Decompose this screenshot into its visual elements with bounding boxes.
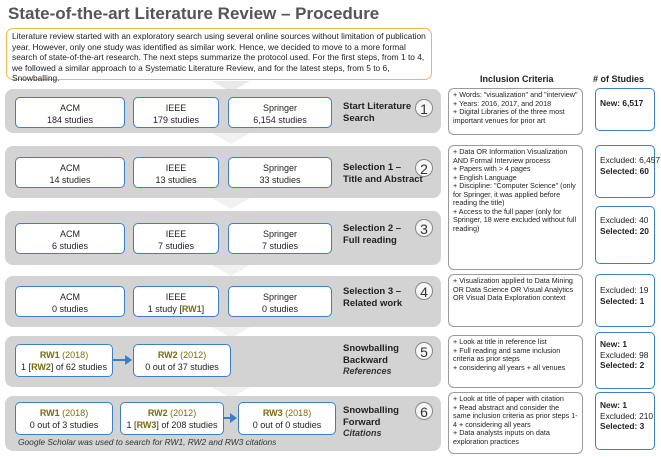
rw1-ref: RW1 — [181, 303, 202, 314]
step-1-number: 1 — [415, 99, 433, 117]
step-2-label: Selection 1 – Title and Abstract — [343, 162, 423, 185]
google-scholar-note: Google Scholar was used to search for RW… — [18, 437, 277, 447]
step-1-acm-box: ACM 184 studies — [15, 97, 125, 128]
source-count: 14 studies — [49, 174, 91, 185]
source-name: Springer — [262, 103, 298, 113]
studies-header: # of Studies — [593, 74, 645, 84]
step-6-arrow-line — [224, 417, 232, 419]
source-name: ACM — [60, 229, 80, 239]
step-1-down-arrow — [212, 133, 250, 144]
step-5-rw2-box: RW2 (2012) 0 out of 37 studies — [133, 344, 231, 377]
source-count: 33 studies — [259, 174, 301, 185]
step-6-studies: New: 1 Excluded: 210 Selected: 3 — [595, 392, 655, 450]
step-5-criteria: + Look at title in reference list + Full… — [448, 335, 583, 388]
step-6-label: Snowballing Forward Citations — [343, 405, 399, 438]
step-4-springer-box: Springer 0 studies — [228, 286, 332, 317]
step-5-label: Snowballing Backward References — [343, 343, 399, 376]
source-name: ACM — [60, 163, 80, 173]
step-2-number: 2 — [415, 159, 433, 177]
step-4-studies: Excluded: 19 Selected: 1 — [595, 274, 655, 327]
step-2-ieee-box: IEEE 13 studies — [133, 157, 219, 188]
step-1-springer-box: Springer 6,154 studies — [228, 97, 332, 128]
source-name: Springer — [262, 229, 298, 239]
source-count: 13 studies — [155, 174, 197, 185]
step-2-springer-box: Springer 33 studies — [228, 157, 332, 188]
step-4-number: 4 — [415, 282, 433, 300]
step-5-studies: New: 1 Excluded: 98 Selected: 2 — [595, 332, 655, 389]
step-5-arrow-head — [125, 355, 132, 365]
source-count: 0 studies — [261, 303, 299, 314]
source-name: IEEE — [165, 292, 187, 302]
step-6-arrow-head — [230, 413, 237, 423]
step-2-studies: Excluded: 6,457 Selected: 60 — [595, 145, 660, 198]
step-5-rw1-box: RW1 (2018) 1 [RW2] of 62 studies — [15, 344, 113, 377]
step-4-down-arrow — [212, 327, 250, 338]
step-3-label: Selection 2 – Full reading — [343, 223, 402, 246]
source-name: ACM — [60, 103, 80, 113]
source-name: IEEE — [165, 163, 187, 173]
source-count: 6 studies — [51, 240, 89, 251]
source-count: 179 studies — [152, 114, 200, 125]
source-count: 6,154 studies — [253, 114, 307, 125]
source-name: ACM — [60, 292, 80, 302]
step-1-label: Start Literature Search — [343, 101, 412, 124]
criteria-header: Inclusion Criteria — [480, 74, 554, 84]
source-count: 184 studies — [46, 114, 94, 125]
source-count: 0 studies — [51, 303, 89, 314]
step-2-down-arrow — [212, 198, 250, 209]
step-5-number: 5 — [415, 342, 433, 360]
source-name: IEEE — [165, 103, 187, 113]
page-title: State-of-the-art Literature Review – Pro… — [8, 4, 380, 23]
step-3-down-arrow — [212, 265, 250, 276]
intro-note: Literature review started with an explor… — [6, 28, 432, 83]
intro-down-arrow — [212, 81, 250, 92]
step-1-ieee-box: IEEE 179 studies — [133, 97, 219, 128]
step-3-acm-box: ACM 6 studies — [15, 223, 125, 254]
source-name: IEEE — [165, 229, 187, 239]
step-4-acm-box: ACM 0 studies — [15, 286, 125, 317]
step-6-rw1-box: RW1 (2018) 0 out of 3 studies — [15, 402, 113, 435]
step-6-number: 6 — [415, 402, 433, 420]
step-3-ieee-box: IEEE 7 studies — [133, 223, 219, 254]
step-3-number: 3 — [415, 219, 433, 237]
step-6-rw3-box: RW3 (2018) 0 out of 0 studies — [238, 402, 336, 435]
step-3-springer-box: Springer 7 studies — [228, 223, 332, 254]
source-name: Springer — [262, 163, 298, 173]
step-5-arrow-line — [113, 359, 126, 361]
step-5-down-arrow — [212, 387, 250, 398]
source-count: 7 studies — [157, 240, 195, 251]
rw2-ref: RW2 — [31, 361, 51, 372]
step-4-label: Selection 3 – Related work — [343, 286, 403, 309]
step-4-criteria: + Visualization applied to Data Mining O… — [448, 274, 583, 327]
source-name: Springer — [262, 292, 298, 302]
step-6-rw2-box: RW2 (2012) 1 [RW3] of 208 studies — [120, 402, 224, 435]
step-6-criteria: + Look at title of paper with citation +… — [448, 392, 583, 454]
step-1-criteria: + Words: "visualization" and "interview"… — [448, 88, 583, 135]
source-count: 1 study [RW1] — [147, 303, 205, 314]
step-2-3-criteria: + Data OR Information Visualization AND … — [448, 145, 583, 270]
source-count: 7 studies — [261, 240, 299, 251]
step-3-studies: Excluded: 40 Selected: 20 — [595, 206, 655, 264]
step-4-ieee-box: IEEE 1 study [RW1] — [133, 286, 219, 317]
step-1-studies: New: 6,517 — [595, 88, 655, 131]
step-2-acm-box: ACM 14 studies — [15, 157, 125, 188]
rw3-ref: RW3 — [136, 419, 157, 430]
